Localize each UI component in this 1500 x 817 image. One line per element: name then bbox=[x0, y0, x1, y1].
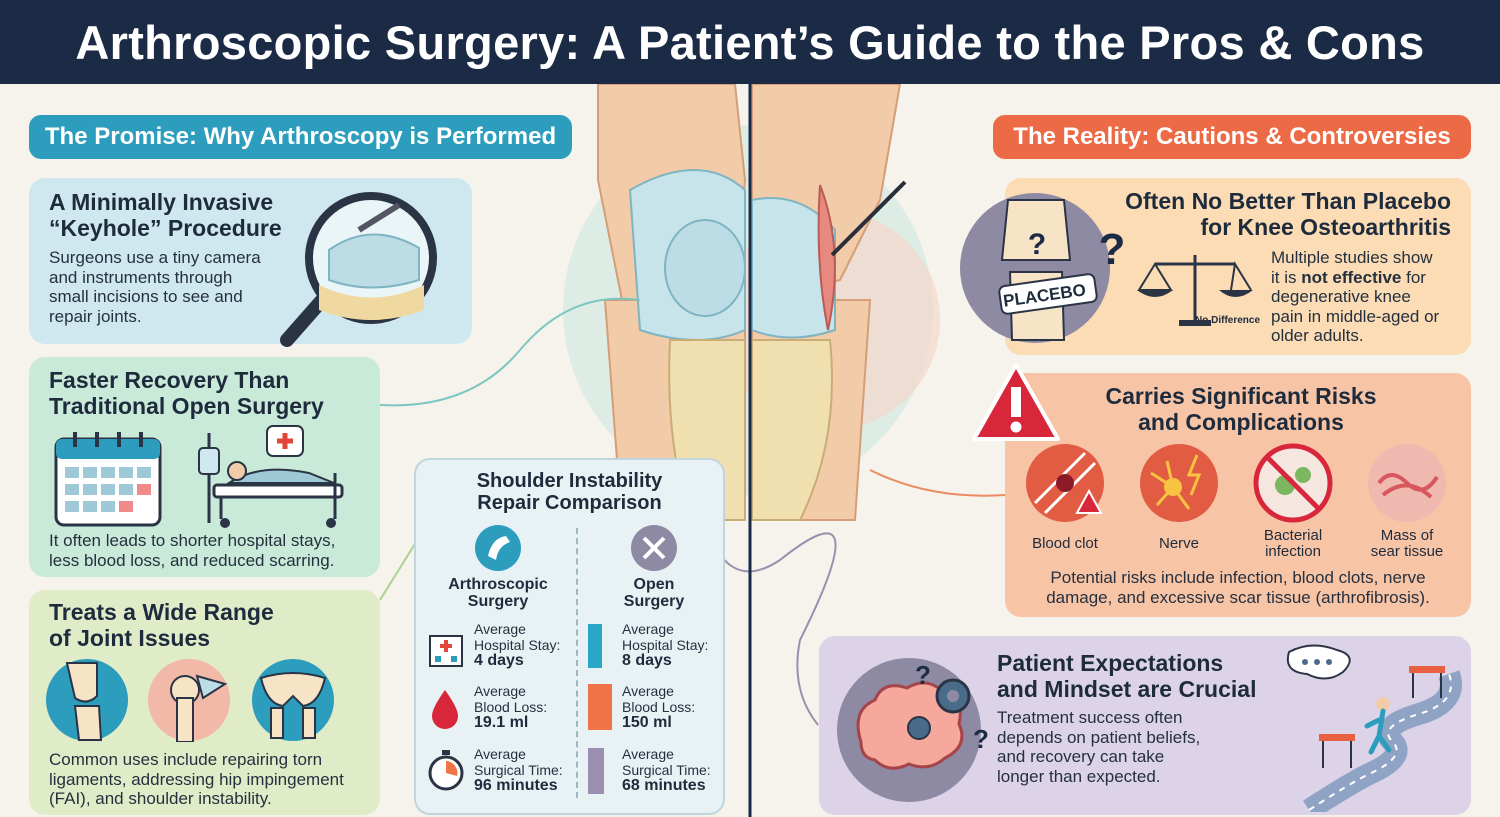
svg-text:?: ? bbox=[1028, 228, 1046, 261]
stopwatch-icon bbox=[428, 750, 464, 791]
con-card-text: Potential risks include infection, blood… bbox=[1046, 568, 1430, 607]
risk-label: Nerve bbox=[1158, 535, 1199, 552]
page-title: Arthroscopic Surgery: A Patient’s Guide … bbox=[75, 15, 1425, 69]
placebo-knee-icon: ? ? bbox=[960, 193, 1126, 343]
calendar-icon bbox=[54, 432, 162, 527]
pro-card-title: A Minimally Invasive“Keyhole” Procedure bbox=[49, 189, 282, 241]
tools-icon bbox=[631, 525, 677, 571]
risk-label: Blood clot bbox=[1032, 535, 1098, 552]
arthroscopic-icon bbox=[475, 525, 521, 571]
bacteria-icon bbox=[1253, 443, 1333, 523]
balance-scale-icon bbox=[1137, 255, 1253, 326]
blood-loss-bar bbox=[588, 684, 612, 730]
blood-clot-icon bbox=[1026, 444, 1104, 522]
knee-joint-icon bbox=[46, 659, 128, 741]
brain-gears-icon: ? ? bbox=[837, 658, 989, 802]
knee-illustration bbox=[379, 84, 1006, 817]
pro-card-minimally-invasive: A Minimally Invasive“Keyhole” Procedure … bbox=[29, 178, 472, 347]
surgical-time-bar bbox=[588, 748, 604, 794]
scar-tissue-icon bbox=[1368, 444, 1446, 522]
svg-text:?: ? bbox=[973, 724, 989, 754]
svg-text:?: ? bbox=[915, 660, 931, 690]
nerve-icon bbox=[1140, 444, 1218, 522]
reality-heading: The Reality: Cautions & Controversies bbox=[993, 115, 1471, 159]
comparison-divider bbox=[576, 528, 578, 798]
magnifier-knee-icon bbox=[280, 192, 437, 347]
winding-road-icon bbox=[1286, 644, 1462, 812]
header-bar: Arthroscopic Surgery: A Patient’s Guide … bbox=[0, 0, 1500, 84]
warning-icon bbox=[972, 363, 1060, 441]
blood-drop-icon bbox=[432, 690, 458, 729]
hospital-stay-bar bbox=[588, 624, 602, 668]
svg-text:?: ? bbox=[1099, 225, 1126, 274]
scale-label: No Difference bbox=[1195, 315, 1261, 326]
pro-card-text: It often leads to shorter hospital stays… bbox=[49, 531, 336, 570]
hospital-icon bbox=[429, 635, 463, 667]
hospital-bed-icon bbox=[198, 425, 344, 528]
shoulder-joint-icon bbox=[148, 659, 230, 742]
hip-joint-icon bbox=[252, 659, 334, 741]
promise-heading: The Promise: Why Arthroscopy is Performe… bbox=[29, 115, 572, 159]
